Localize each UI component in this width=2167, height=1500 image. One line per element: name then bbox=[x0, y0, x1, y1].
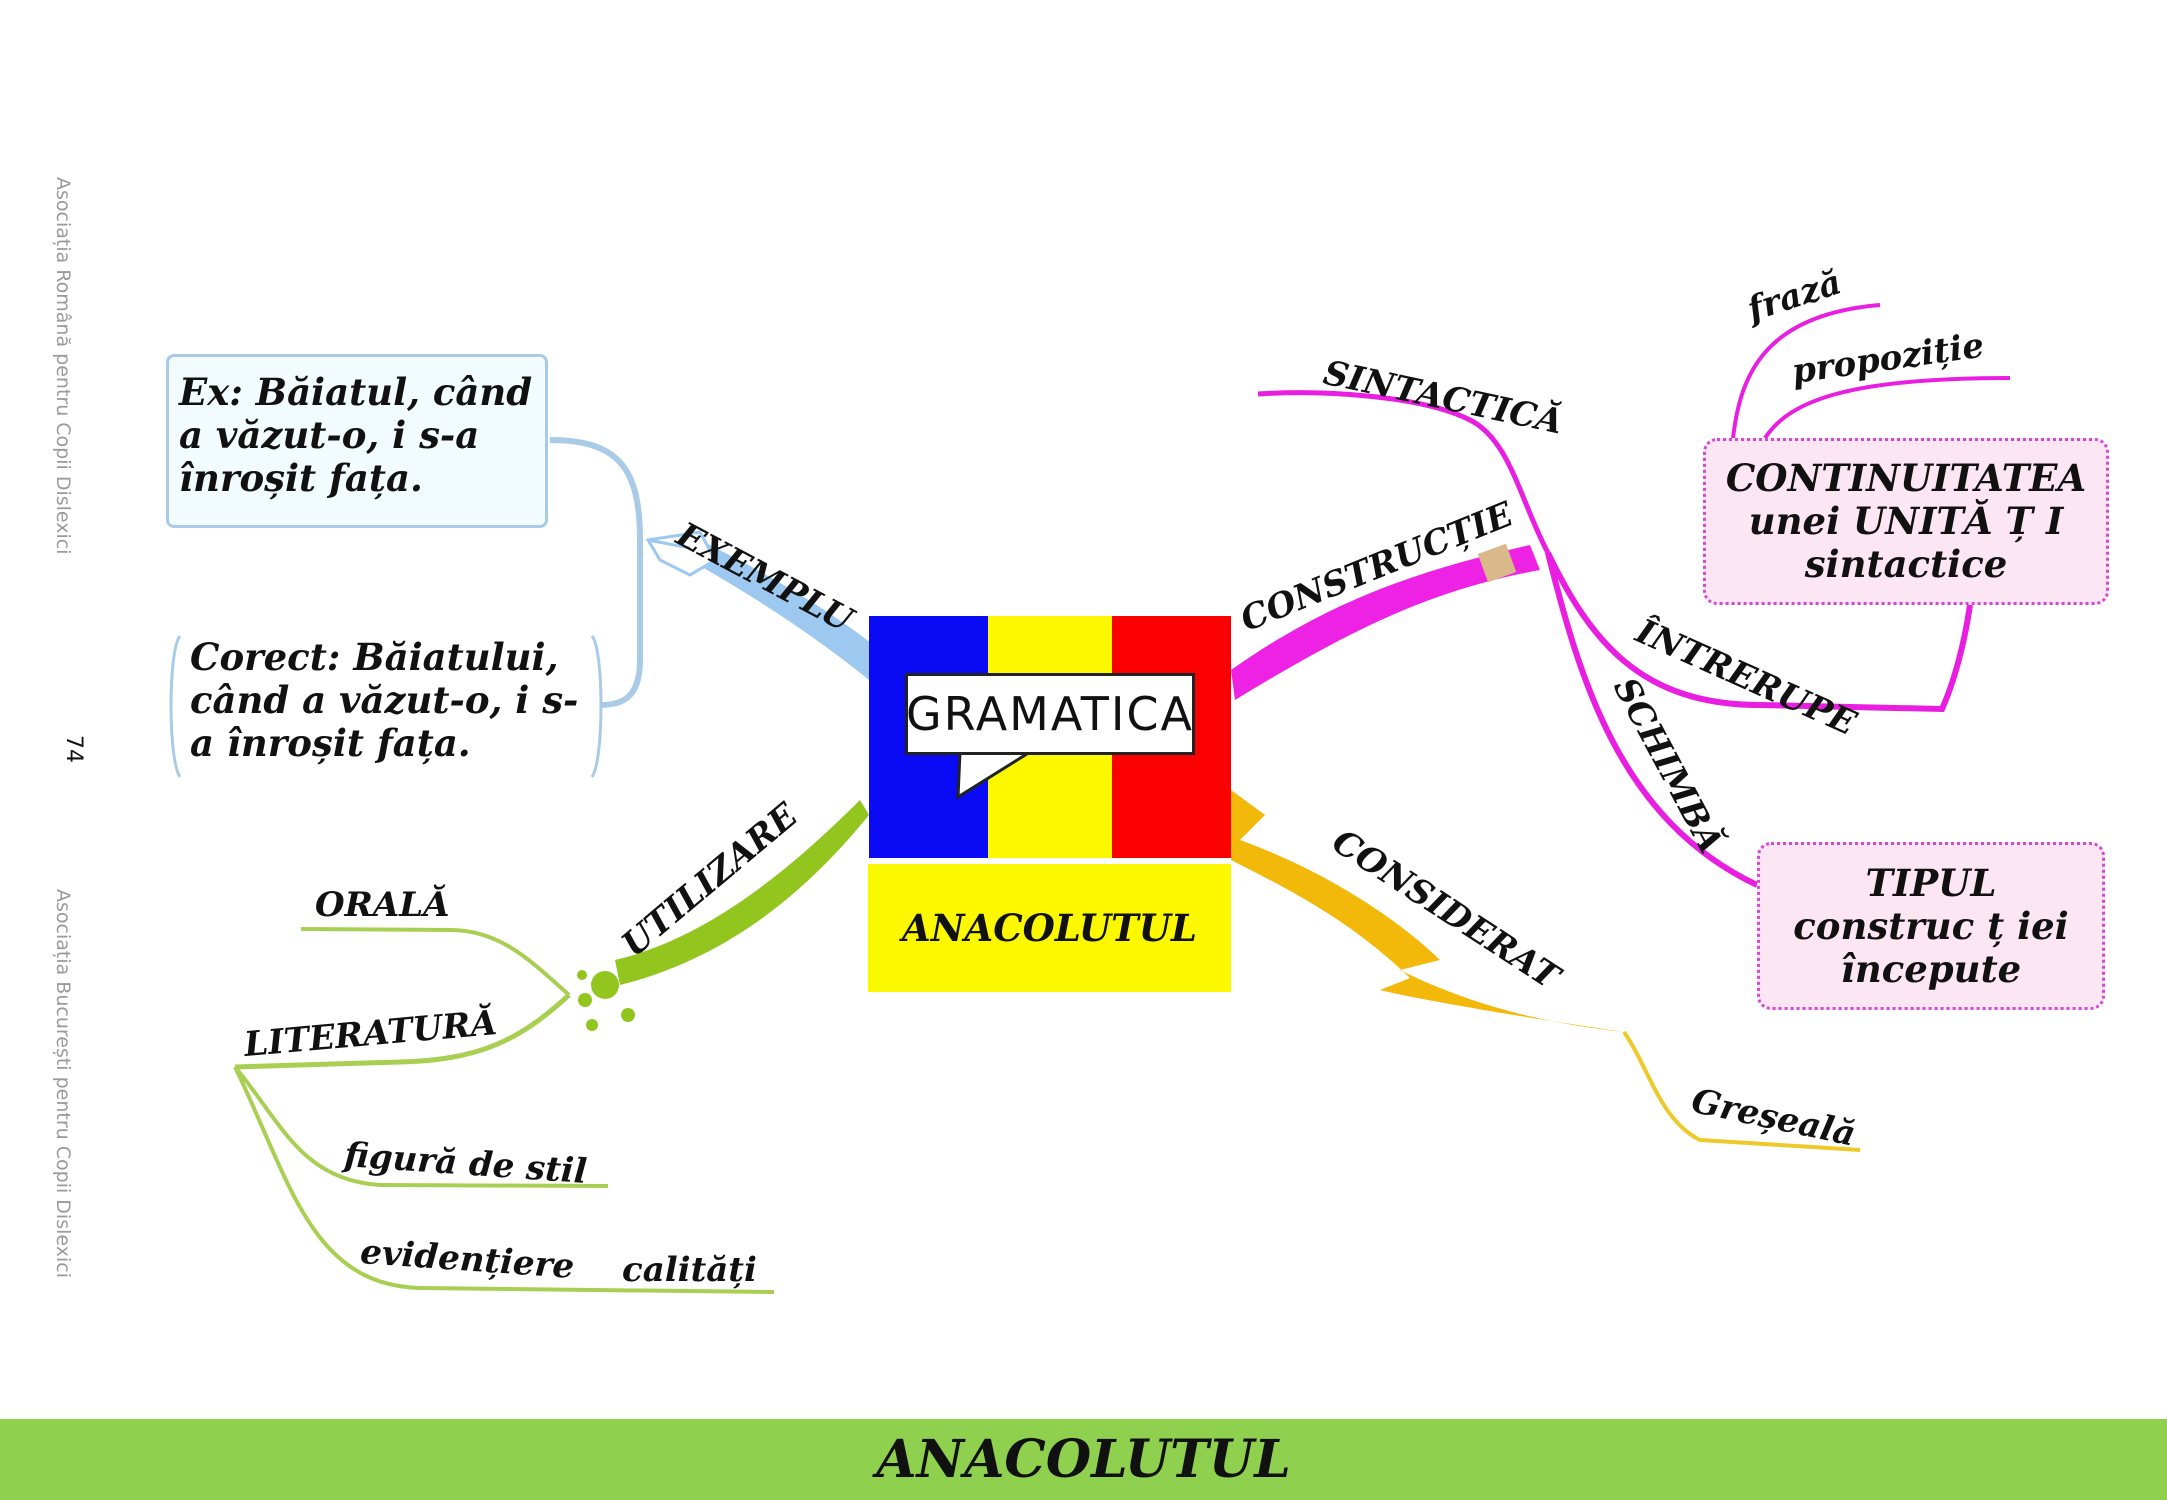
connector-schimba bbox=[1545, 552, 1759, 888]
connector-propozitie bbox=[1763, 376, 2011, 440]
tipul-box: TIPUL construc ț iei începute bbox=[1757, 842, 2105, 1010]
box-line: unei UNITĂ Ț I bbox=[1748, 499, 2064, 543]
corect-bracket-left bbox=[169, 635, 182, 778]
box-line: sintactice bbox=[1804, 542, 2008, 586]
box-line: TIPUL bbox=[1865, 860, 1997, 905]
correct-line: Corect: Băiatului, bbox=[190, 635, 559, 679]
example-line: înroșit fața. bbox=[179, 456, 423, 500]
connector-example-brace bbox=[549, 437, 643, 708]
connector-evidentiere bbox=[233, 1066, 775, 1294]
box-line: construc ț iei bbox=[1793, 903, 2069, 948]
connector-utilizare bbox=[615, 800, 869, 985]
box-line: începute bbox=[1840, 946, 2022, 991]
central-topic: ANACOLUTUL bbox=[868, 864, 1231, 992]
corect-bracket-right bbox=[590, 635, 603, 778]
box-line: CONTINUITATEA bbox=[1725, 456, 2087, 500]
example-line: a văzut-o, i s-a bbox=[179, 413, 480, 457]
eraser-icon bbox=[1477, 543, 1517, 583]
label-calitati: calități bbox=[622, 1250, 757, 1290]
connector-exemplu bbox=[690, 540, 880, 680]
connector-intrerupe bbox=[1545, 551, 1973, 713]
connector-considerat bbox=[1231, 790, 1624, 1032]
connector-greseala bbox=[1622, 1030, 1861, 1152]
example-box: Ex: Băiatul, când a văzut-o, i s-a înroș… bbox=[166, 354, 548, 528]
pointing-hand-icon bbox=[645, 530, 717, 577]
correct-box: Corect: Băiatului, când a văzut-o, i s- … bbox=[190, 636, 600, 765]
connector-fraza bbox=[1731, 303, 1881, 439]
connector-sintactica bbox=[1257, 390, 1551, 555]
gramatica-bubble: GRAMATICA bbox=[905, 673, 1195, 755]
correct-line: a înroșit fața. bbox=[190, 721, 471, 765]
connector-literatura bbox=[234, 993, 571, 1070]
example-line: Ex: Băiatul, când bbox=[179, 370, 533, 414]
footer-title: ANACOLUTUL bbox=[876, 1429, 1291, 1490]
label-orala: ORALĂ bbox=[315, 885, 450, 925]
connector-figura bbox=[233, 1065, 609, 1188]
connector-orala bbox=[300, 927, 571, 997]
connector-constructie bbox=[1231, 545, 1540, 700]
continuitate-box: CONTINUITATEA unei UNITĂ Ț I sintactice bbox=[1703, 438, 2109, 605]
correct-line: când a văzut-o, i s- bbox=[190, 678, 579, 722]
splash-icon bbox=[577, 970, 635, 1031]
footer-title-bar: ANACOLUTUL bbox=[0, 1419, 2167, 1500]
